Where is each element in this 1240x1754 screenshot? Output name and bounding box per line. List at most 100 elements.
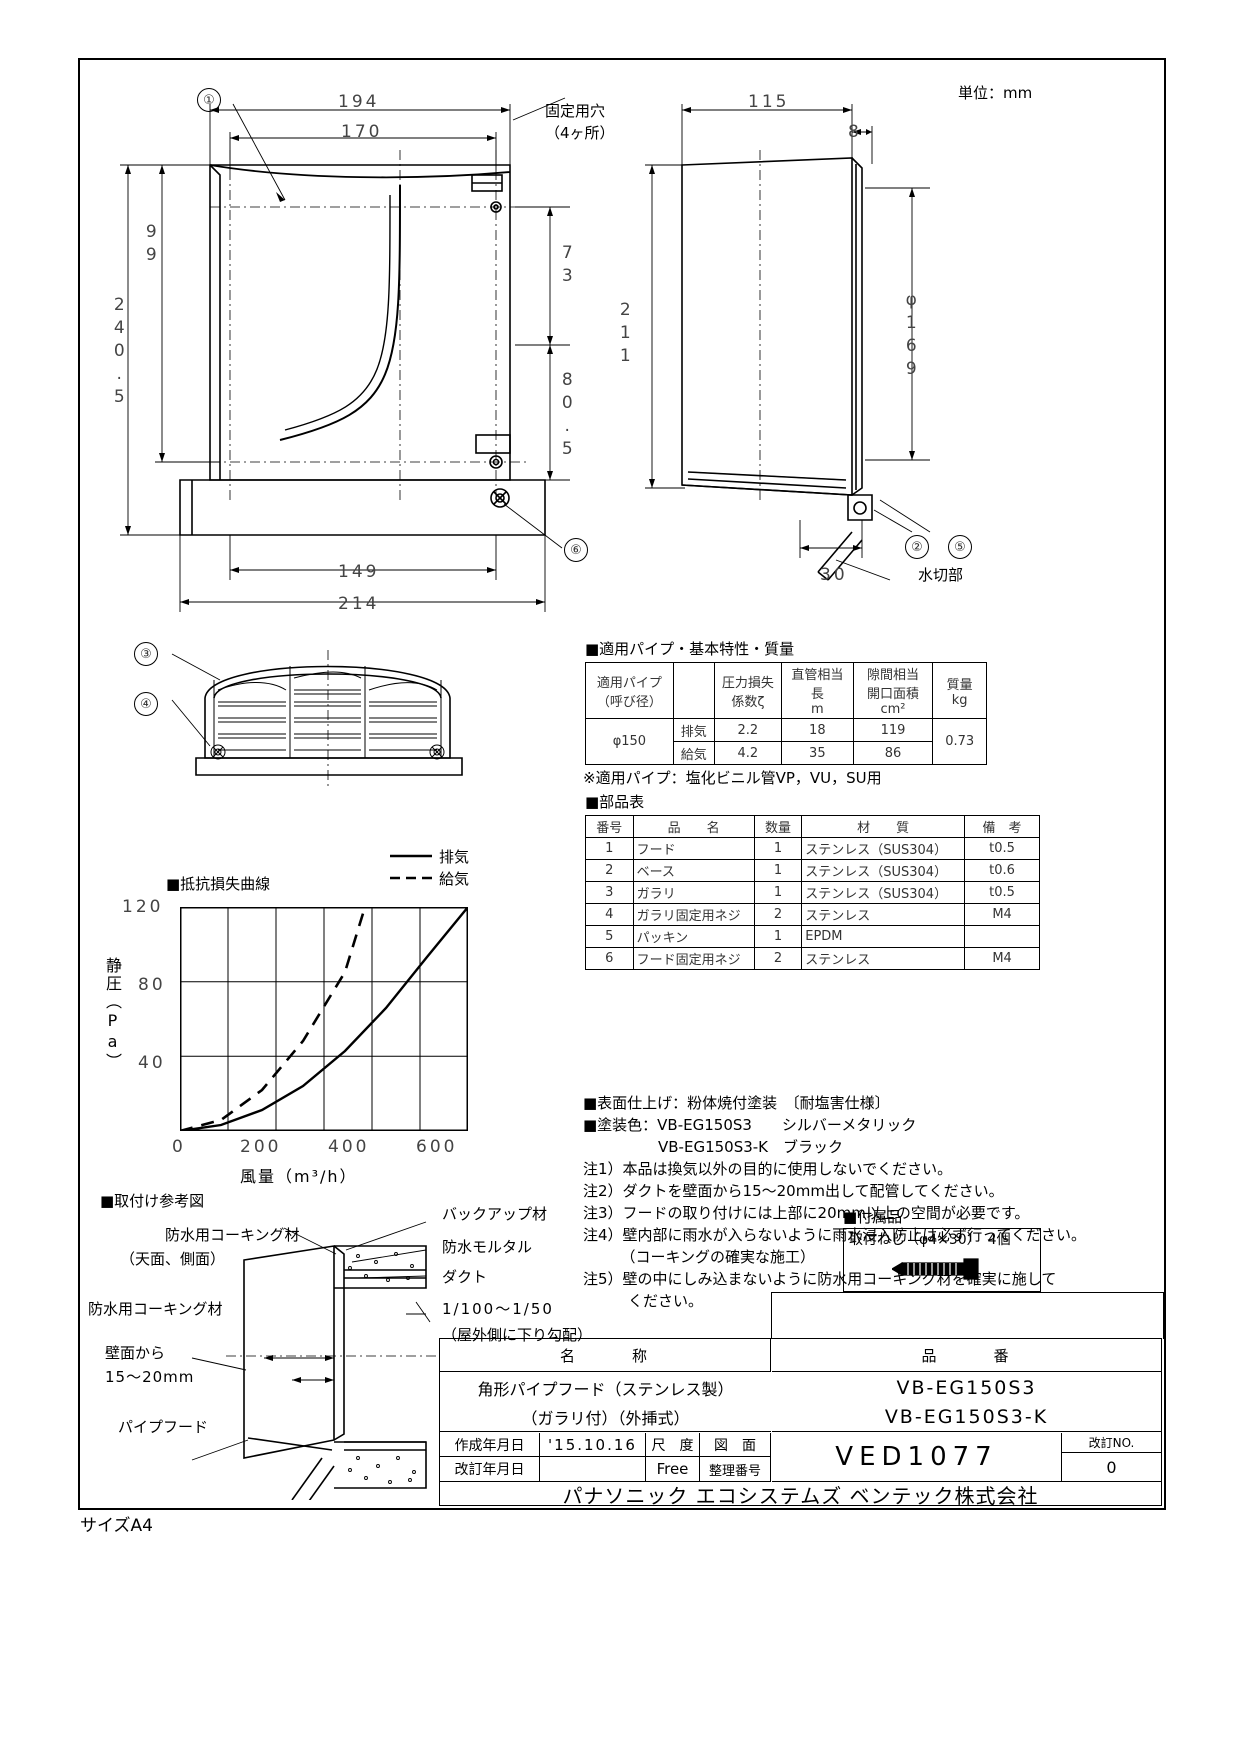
- cell-qty: 1: [753, 925, 803, 948]
- table-row: 6 フード固定用ネジ 2 ステンレス M4: [585, 947, 1040, 970]
- balloon-2: ②: [905, 535, 929, 559]
- cell-qty: 2: [753, 947, 803, 970]
- revision-label: 改訂NO.: [1062, 1433, 1161, 1453]
- length-cell-exhaust: 18: [781, 718, 854, 742]
- legend-label-supply: 給気: [439, 869, 470, 888]
- note-4: 注4）壁内部に雨水が入らないように雨水浸入防止は必ず行ってください。: [583, 1226, 1087, 1244]
- accessory-item: 取付ねじ（φ4×30） 4個: [849, 1232, 1011, 1248]
- dim-170: 170: [341, 122, 383, 142]
- balloon-3: ③: [134, 642, 158, 666]
- product-name-line1: 角形パイプフード（ステンレス製）: [477, 1380, 734, 1399]
- label-slope: 1/100～1/50: [442, 1300, 554, 1318]
- area-header-line1: 隙間相当: [866, 668, 919, 683]
- screw-icon: [892, 1258, 979, 1280]
- scale-value: Free: [646, 1457, 700, 1482]
- xtick-600: 600: [416, 1137, 458, 1157]
- label-wall-dim: 15～20mm: [105, 1368, 195, 1386]
- cell-no: 2: [585, 859, 634, 882]
- loss-cell-supply: 4.2: [713, 741, 783, 765]
- side-view-drawing: [645, 104, 931, 581]
- cell-name: ベース: [632, 859, 755, 882]
- dwg-sub-label: 整理番号: [700, 1457, 771, 1482]
- code-header: 品 番: [772, 1339, 1161, 1372]
- pipe-header-cell: 適用パイプ （呼び径）: [585, 662, 674, 719]
- finish-note: ■表面仕上げ：粉体焼付塗装 〔耐塩害仕様〕: [583, 1094, 890, 1112]
- cell-qty: 1: [753, 837, 803, 860]
- cell-remark: t0.6: [964, 859, 1040, 882]
- accessory-box: 取付ねじ（φ4×30） 4個: [843, 1228, 1041, 1292]
- loss-cell-exhaust: 2.2: [713, 718, 783, 742]
- chart-title: ■抵抗損失曲線: [166, 875, 271, 893]
- cell-material: ステンレス: [801, 903, 966, 926]
- area-cell-exhaust: 119: [852, 718, 934, 742]
- balloon-1: ①: [197, 88, 221, 112]
- mass-header-line2: kg: [951, 692, 968, 708]
- label-caulk-left: 防水用コーキング材: [88, 1300, 223, 1318]
- col-no: 番号: [585, 815, 634, 838]
- cell-remark: M4: [964, 903, 1040, 926]
- length-header-cell: 直管相当長 m: [781, 662, 854, 719]
- chart-series-exhaust: [180, 907, 468, 1131]
- area-header-line2: 開口面積cm²: [866, 687, 919, 717]
- cell-remark: t0.5: [964, 837, 1040, 860]
- mode-cell-supply: 給気: [672, 741, 715, 765]
- mass-header-cell: 質量 kg: [932, 662, 987, 719]
- created-value: '15.10.16: [540, 1433, 646, 1457]
- legend-line-dashed: [390, 876, 432, 880]
- balloon-4: ④: [134, 692, 158, 716]
- cell-qty: 2: [753, 903, 803, 926]
- xtick-200: 200: [240, 1137, 282, 1157]
- accessory-heading: ■付属品: [843, 1208, 903, 1226]
- cell-name: ガラリ: [632, 881, 755, 904]
- dim-211: 211: [615, 300, 636, 369]
- loss-header-line1: 圧力損失: [721, 675, 774, 691]
- front-view-drawing: [120, 97, 570, 612]
- dim-99: 99: [141, 222, 162, 268]
- revised-label: 改訂年月日: [440, 1457, 540, 1482]
- label-pipe-hood: パイプフード: [118, 1418, 209, 1436]
- cell-remark: t0.5: [964, 881, 1040, 904]
- cell-material: ステンレス（SUS304）: [801, 859, 966, 882]
- label-fixing-holes: 固定用穴: [545, 102, 606, 120]
- created-label: 作成年月日: [440, 1433, 540, 1457]
- cell-material: ステンレス（SUS304）: [801, 881, 966, 904]
- label-mortar: 防水モルタル: [442, 1238, 533, 1256]
- table-row: 給気 4.2 35 86: [586, 741, 987, 765]
- cell-remark: [964, 925, 1040, 948]
- legend-item-supply: 給気: [390, 867, 469, 889]
- color-note-2: VB-EG150S3-K ブラック: [583, 1138, 844, 1156]
- note-2: 注2）ダクトを壁面から15～20mm出して配管してください。: [583, 1182, 1004, 1200]
- pipe-header-line2: （呼び径）: [596, 694, 662, 710]
- dim-80-5: 80.5: [557, 370, 578, 462]
- label-backup: バックアップ材: [442, 1205, 548, 1223]
- col-name: 品 名: [632, 815, 755, 838]
- pipe-spec-table: 適用パイプ （呼び径） 圧力損失 係数ζ 直管相当長 m 隙間相当 開口面積cm…: [585, 662, 987, 765]
- dwg-label: 図 面: [700, 1433, 771, 1457]
- chart-legend: 排気 給気: [390, 845, 469, 889]
- loss-header-cell: 圧力損失 係数ζ: [713, 662, 783, 719]
- drawing-number: VED1077: [772, 1433, 1062, 1482]
- title-block-topstrip: [771, 1292, 1164, 1339]
- label-wall-from: 壁面から: [105, 1344, 166, 1362]
- mode-header-cell: [672, 662, 715, 719]
- legend-item-exhaust: 排気: [390, 845, 469, 867]
- table-row: 5 パッキン 1 EPDM: [585, 925, 1040, 948]
- cell-no: 4: [585, 903, 634, 926]
- note-1: 注1）本品は換気以外の目的に使用しないでください。: [583, 1160, 953, 1178]
- dim-194: 194: [338, 92, 380, 112]
- legend-label-exhaust: 排気: [439, 847, 470, 866]
- cell-no: 6: [585, 947, 634, 970]
- louver-view-drawing: [171, 650, 463, 790]
- cell-name: ガラリ固定用ネジ: [632, 903, 755, 926]
- length-header-line2: m: [810, 702, 824, 717]
- cell-qty: 1: [753, 859, 803, 882]
- balloon-6: ⑥: [564, 538, 588, 562]
- cell-material: EPDM: [801, 925, 966, 948]
- balloon-5: ⑤: [948, 535, 972, 559]
- install-diagram-heading: ■取付け参考図: [100, 1192, 205, 1210]
- label-duct: ダクト: [442, 1268, 488, 1286]
- dim-240-5: 240.5: [109, 295, 130, 410]
- mode-cell-exhaust: 排気: [672, 718, 715, 742]
- note-4-sub: （コーキングの確実な施工）: [583, 1248, 816, 1266]
